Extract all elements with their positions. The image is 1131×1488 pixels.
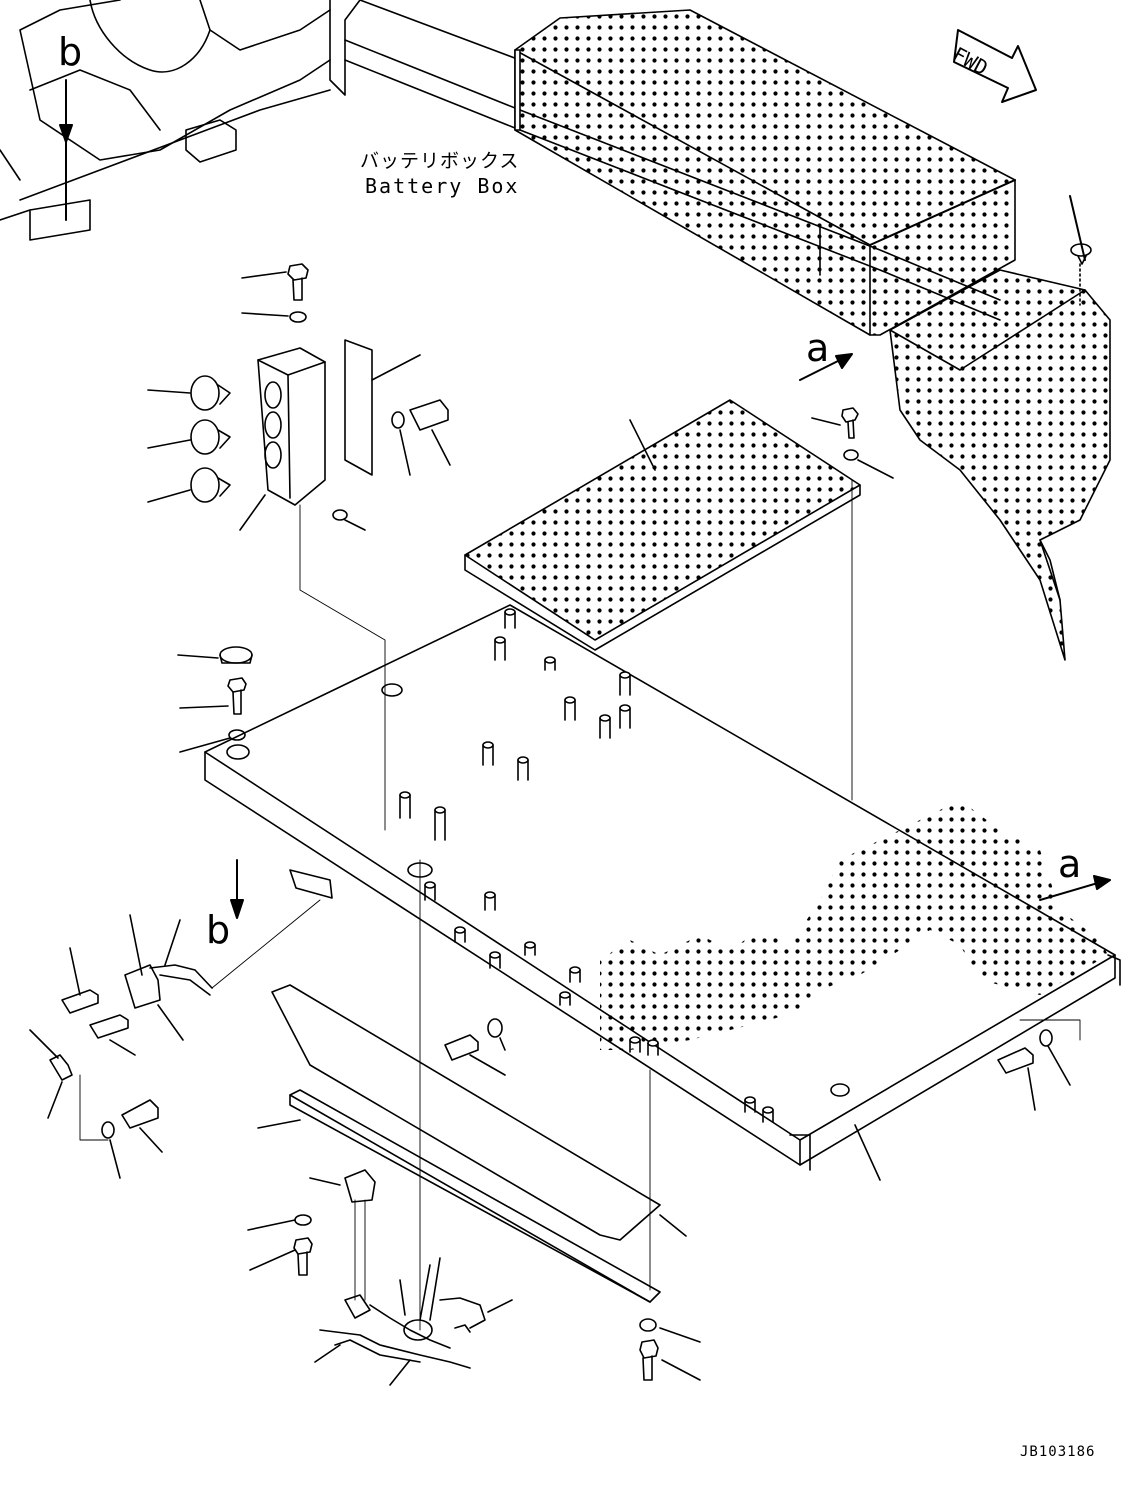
box-bolt — [242, 264, 385, 830]
studs — [400, 609, 773, 1122]
reference-a-lower: a — [1058, 842, 1082, 886]
wire-harness — [248, 860, 512, 1385]
reference-a-upper: a — [806, 326, 830, 370]
angle-bracket-plate — [258, 985, 686, 1302]
cap-plug — [1071, 244, 1091, 305]
bottom-bolt — [640, 1070, 700, 1380]
left-bolts — [30, 948, 162, 1178]
deck-plate-right — [890, 270, 1110, 660]
floor-plate — [205, 605, 1120, 1170]
drawing-number: JB103186 — [1020, 1444, 1096, 1460]
floor-bolt — [445, 1019, 1080, 1180]
cover-bolt — [812, 408, 893, 800]
lamp-socket — [148, 376, 230, 502]
reference-b-top: b — [58, 30, 83, 74]
reference-arrows — [60, 80, 1110, 918]
cap-bolt-washer — [178, 647, 252, 752]
reference-b-lower: b — [206, 908, 231, 952]
connector-bracket — [125, 900, 320, 1040]
battery-box — [515, 10, 1015, 335]
battery-box-label-en: Battery Box — [365, 174, 520, 198]
side-bolt — [333, 400, 450, 530]
switch-box — [240, 340, 420, 530]
fwd-arrow-icon — [954, 30, 1036, 102]
perforated-cover — [465, 400, 860, 650]
battery-box-label-jp: バッテリボックス — [360, 150, 520, 172]
